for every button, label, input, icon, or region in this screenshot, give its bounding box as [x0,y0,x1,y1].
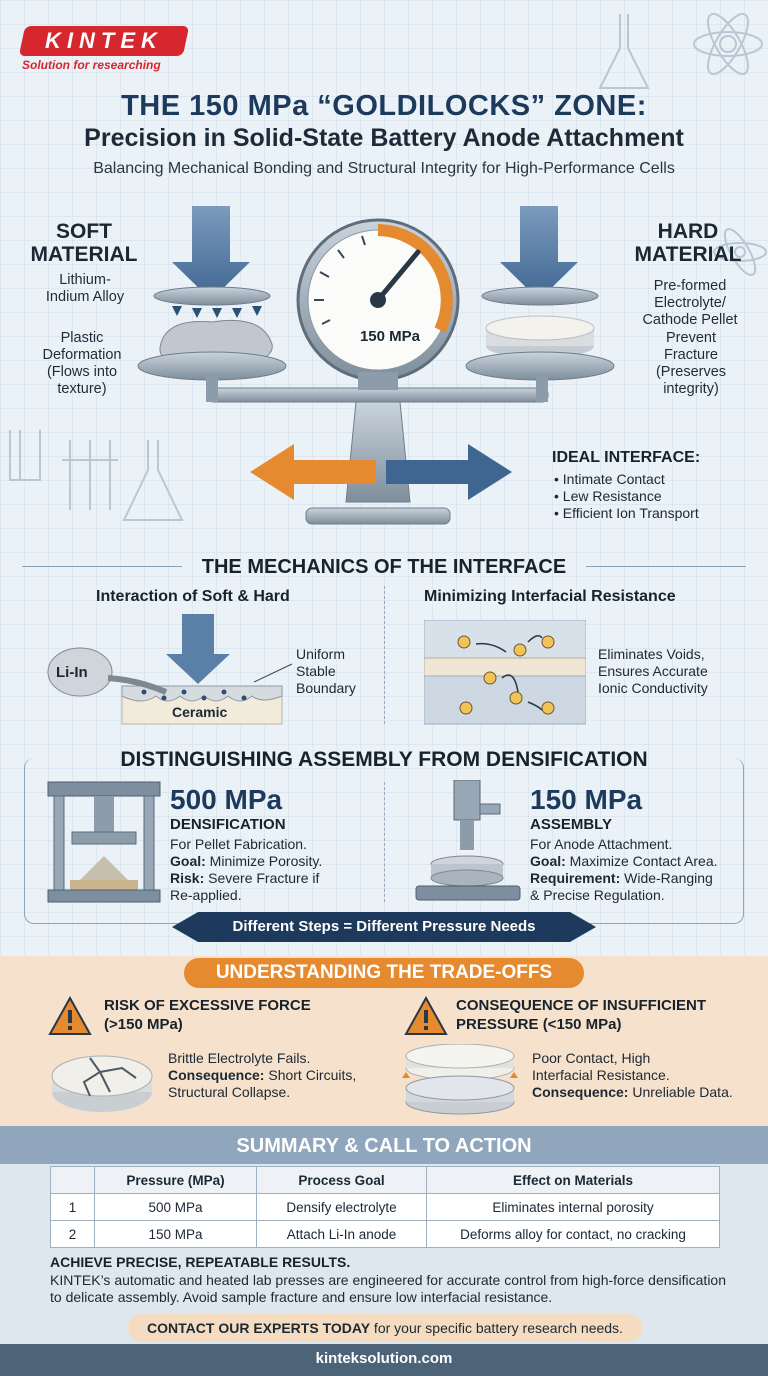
li-in-label: Li-In [56,664,88,681]
soft-hard-interaction-diagram [47,614,293,725]
decorative-lab-icons [9,12,767,521]
steps-banner-shape [172,912,596,942]
table-header [50,1166,95,1194]
page-title: THE 150 MPa “GOLDILOCKS” ZONE: [121,90,647,122]
table-cell: 150 MPa [94,1220,257,1248]
cta-text: KINTEK’s automatic and heated lab presse… [50,1272,726,1305]
mechanics-divider [384,586,385,724]
ideal-item: • Lew Resistance [554,488,662,504]
table-row: 2 150 MPa Attach Li-In anode Deforms all… [50,1220,720,1248]
excess-force-title: RISK OF EXCESSIVE FORCE (>150 MPa) [104,997,311,1033]
excess-force-consequence: Consequence: Short Circuits, Structural … [168,1067,357,1100]
separated-layers-illustration [402,1044,518,1115]
left-press-arrow [172,206,250,300]
insufficient-pressure-consequence: Consequence: Unreliable Data. [532,1084,733,1100]
summary-header-bar [0,1126,768,1164]
ideal-item: • Intimate Contact [554,471,665,487]
densification-press-icon [47,781,161,903]
assembly-pressure: 150 MPa [530,784,643,815]
section-divider [22,566,182,567]
boundary-label: Uniform Stable Boundary [296,646,356,696]
table-row: 1 500 MPa Densify electrolyte Eliminates… [50,1193,720,1221]
soft-material-behavior: Plastic Deformation (Flows into texture) [42,330,122,397]
table-cell: 500 MPa [94,1193,257,1221]
table-cell: Deforms alloy for contact, no cracking [426,1220,720,1248]
contact-experts-label: CONTACT OUR EXPERTS TODAY [147,1320,371,1336]
page-subtitle: Precision in Solid-State Battery Anode A… [84,124,684,152]
website-link[interactable]: kinteksolution.com [0,1344,768,1376]
densification-pressure: 500 MPa [170,784,283,815]
soft-material-name: Lithium- Indium Alloy [45,272,125,305]
warning-icon [48,996,92,1035]
page-tagline: Balancing Mechanical Bonding and Structu… [93,160,675,177]
mechanics-title: THE MECHANICS OF THE INTERFACE [201,556,567,578]
table-header: Pressure (MPa) [94,1166,257,1194]
summary-table: Pressure (MPa) Process Goal Effect on Ma… [50,1166,720,1248]
densification-goal: Goal: Minimize Porosity. [170,853,323,869]
warning-icon [404,996,448,1035]
voids-note: Eliminates Voids, Ensures Accurate Ionic… [598,646,708,696]
assembly-press-icon [415,780,521,901]
logo-tagline: Solution for researching [22,58,161,72]
table-cell: 1 [50,1193,95,1221]
ideal-interface-title: IDEAL INTERFACE: [552,449,701,466]
insufficient-pressure-line: Poor Contact, High Interfacial Resistanc… [532,1050,670,1083]
assembly-purpose: For Anode Attachment. [530,836,673,852]
mechanics-right-title: Minimizing Interfacial Resistance [424,588,676,605]
interfacial-resistance-diagram [424,620,586,725]
assembly-goal: Goal: Maximize Contact Area. [530,853,718,869]
tradeoffs-title: UNDERSTANDING THE TRADE-OFFS [184,958,584,988]
grid-background [0,0,768,1120]
kintek-logo[interactable]: KINTEK [18,26,190,56]
table-header-row: Pressure (MPa) Process Goal Effect on Ma… [50,1166,720,1194]
densification-risk: Risk: Severe Fracture if Re-applied. [170,870,320,903]
assembly-label: ASSEMBLY [530,816,612,833]
table-header: Effect on Materials [426,1166,720,1194]
cracked-pellet-illustration [51,1055,153,1112]
insufficient-pressure-title: CONSEQUENCE OF INSUFFICIENT PRESSURE (<1… [456,997,707,1033]
densification-purpose: For Pellet Fabrication. [170,836,307,852]
assembly-requirement: Requirement: Wide-Ranging & Precise Regu… [530,870,713,903]
hard-material-name: Pre-formed Electrolyte/ Cathode Pellet [642,278,738,328]
balance-scale-illustration [137,206,615,525]
hard-material-title: HARD MATERIAL [634,220,742,266]
densification-label: DENSIFICATION [170,816,286,833]
mechanics-left-title: Interaction of Soft & Hard [96,588,290,605]
logo-text: KINTEK [45,28,163,53]
soft-material-title: SOFT MATERIAL [30,220,138,266]
cta-title: ACHIEVE PRECISE, REPEATABLE RESULTS. [50,1254,351,1270]
section-divider [586,566,746,567]
assembly-title: DISTINGUISHING ASSEMBLY FROM DENSIFICATI… [120,748,648,771]
steps-banner: Different Steps = Different Pressure Nee… [232,918,536,935]
hard-material-behavior: Prevent Fracture (Preserves integrity) [655,330,727,397]
contact-experts-button[interactable]: CONTACT OUR EXPERTS TODAY for your speci… [128,1314,642,1342]
table-cell: 2 [50,1220,95,1248]
table-cell: Eliminates internal porosity [426,1193,720,1221]
balance-arrows [250,444,512,500]
contact-experts-rest: for your specific battery research needs… [370,1320,623,1336]
excess-force-line: Brittle Electrolyte Fails. [168,1050,311,1066]
assembly-divider [384,782,385,902]
table-header: Process Goal [256,1166,427,1194]
table-cell: Attach Li-In anode [256,1220,427,1248]
table-cell: Densify electrolyte [256,1193,427,1221]
gauge-label: 150 MPa [359,328,421,345]
right-press-arrow [500,206,578,300]
ceramic-label: Ceramic [172,704,228,720]
summary-title: SUMMARY & CALL TO ACTION [236,1135,532,1157]
ideal-item: • Efficient Ion Transport [554,505,699,521]
